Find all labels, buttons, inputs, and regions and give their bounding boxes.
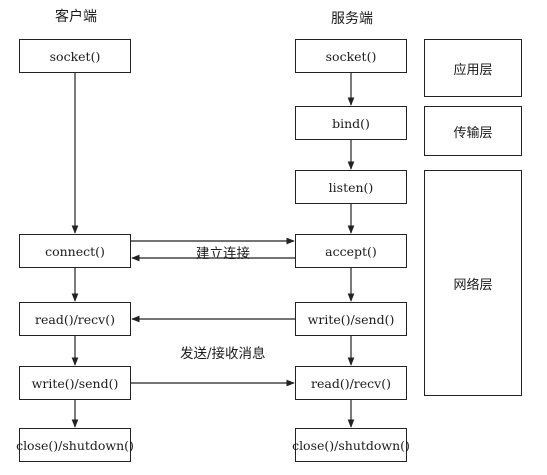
server-read-box: read()/recv()	[295, 366, 407, 400]
client-socket-box: socket()	[19, 39, 131, 73]
server-bind-box: bind()	[295, 106, 407, 140]
client-close-box: close()/shutdown()	[16, 428, 134, 462]
client-read-box: read()/recv()	[19, 302, 131, 336]
client-title: 客户端	[55, 9, 97, 25]
server-accept-box: accept()	[295, 234, 407, 268]
application-layer-box: 应用层	[424, 39, 522, 97]
server-listen-box: listen()	[295, 170, 407, 204]
server-title: 服务端	[331, 11, 373, 27]
transport-layer-box: 传输层	[424, 106, 522, 156]
exchange-message-label: 发送/接收消息	[180, 346, 266, 362]
client-connect-box: connect()	[19, 234, 131, 268]
client-write-box: write()/send()	[19, 366, 131, 400]
network-layer-box: 网络层	[424, 170, 522, 396]
server-write-box: write()/send()	[295, 302, 407, 336]
server-socket-box: socket()	[295, 39, 407, 73]
server-close-box: close()/shutdown()	[292, 428, 410, 462]
